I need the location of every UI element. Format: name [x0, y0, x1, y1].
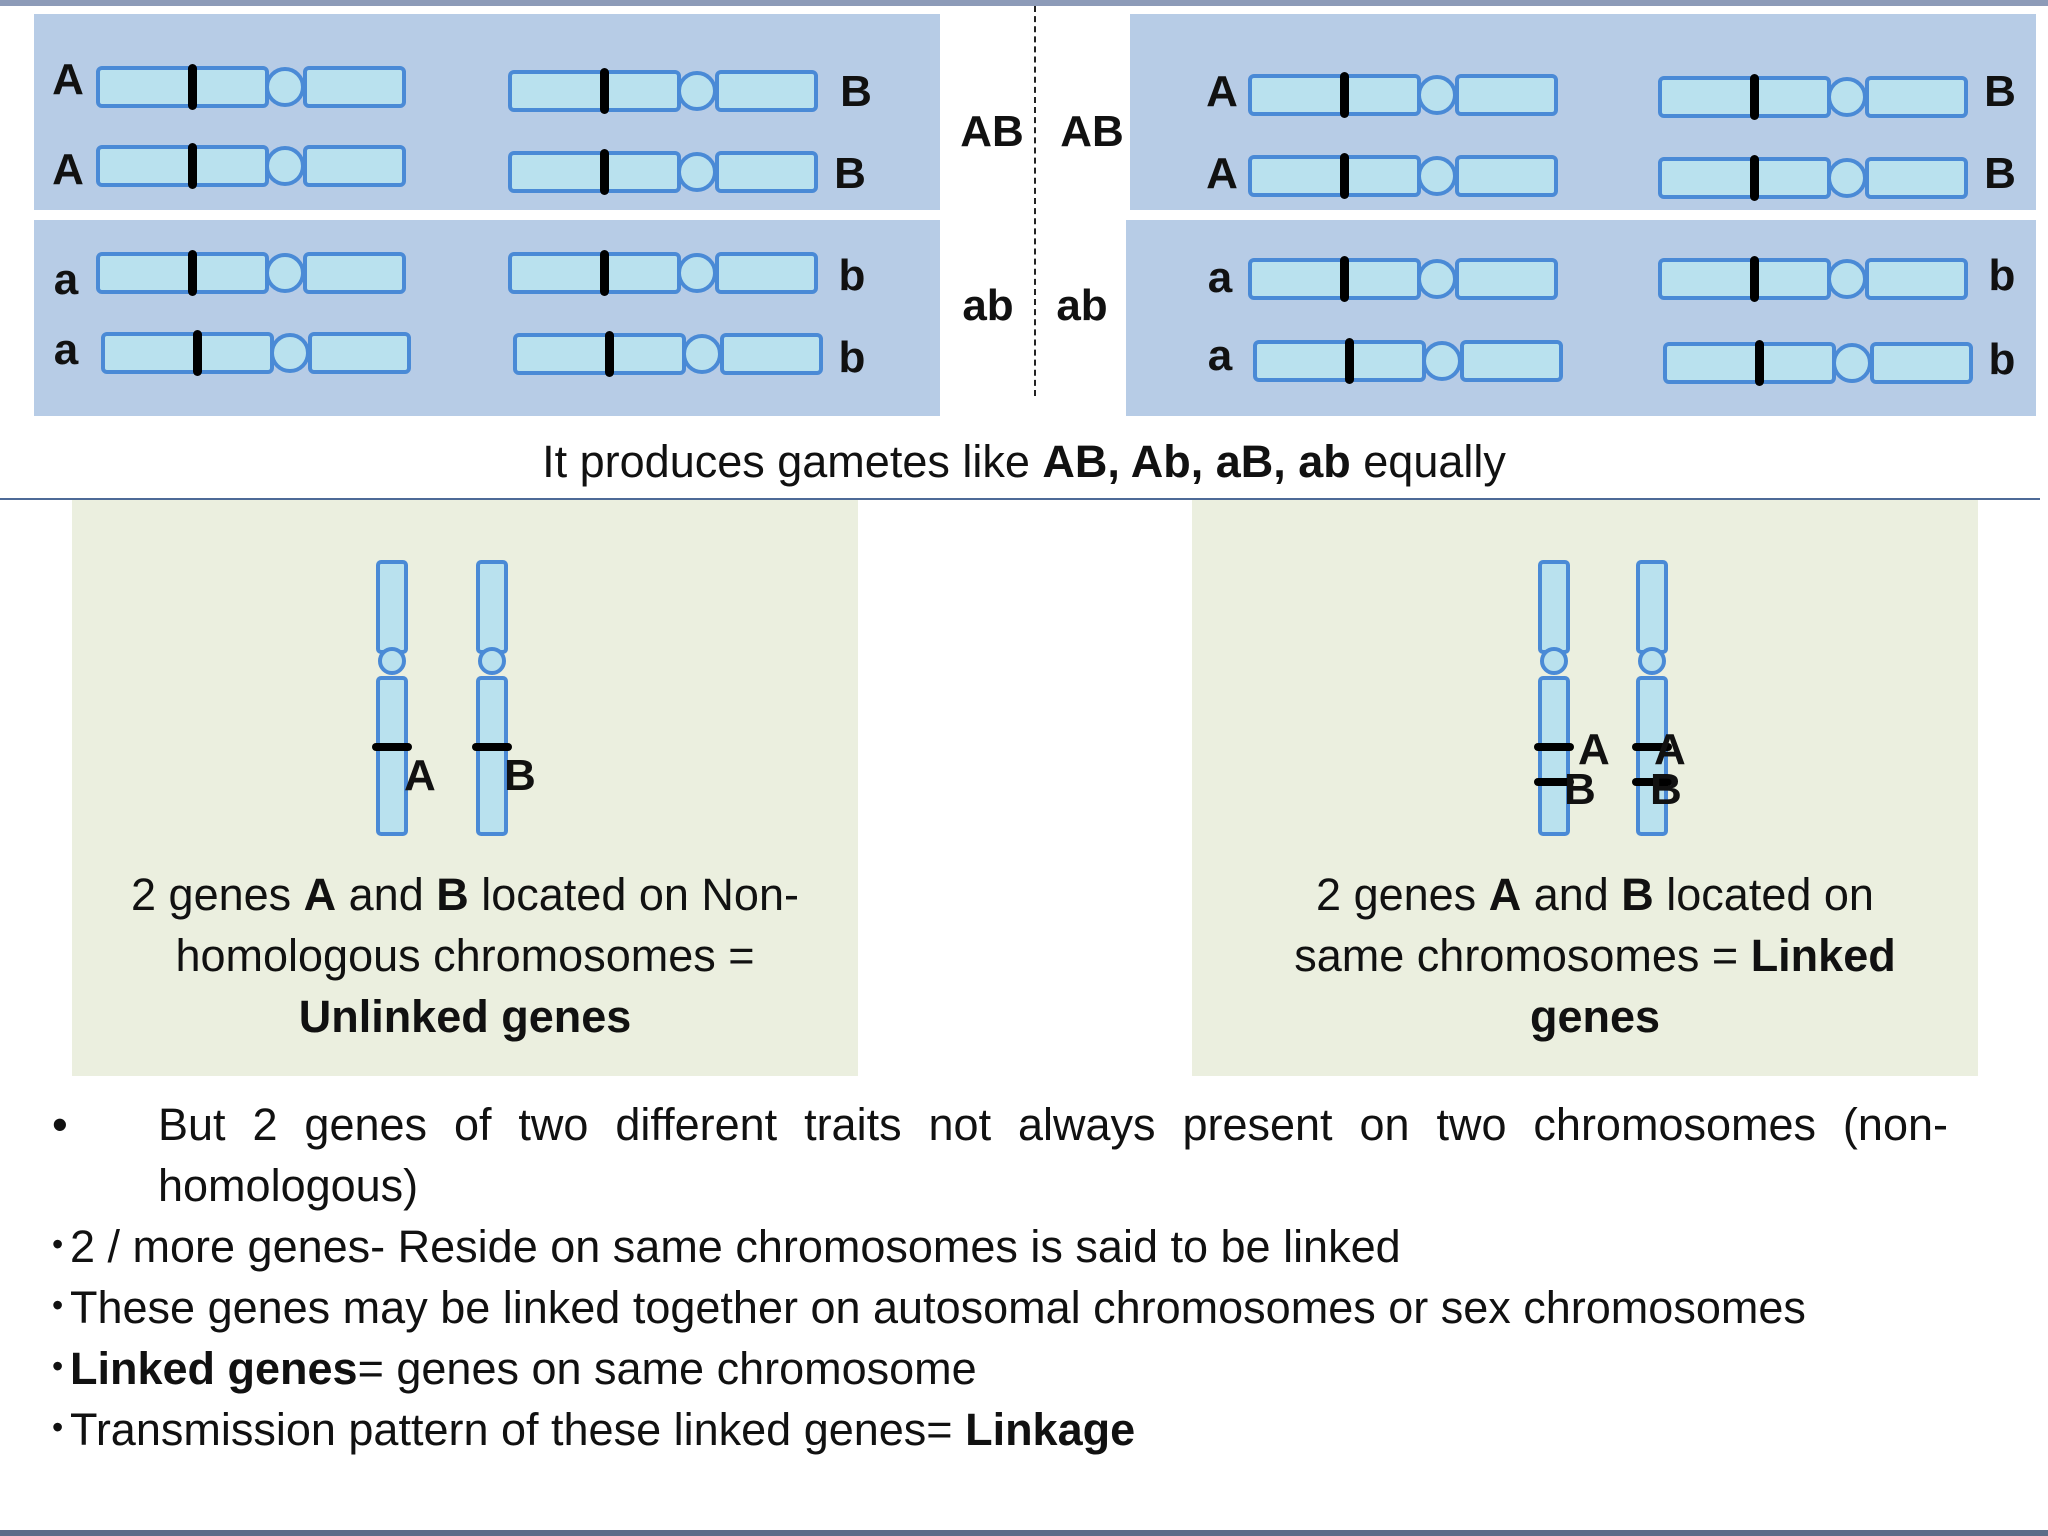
- chromosome: [1658, 155, 1968, 201]
- chromosome: [1248, 256, 1558, 302]
- allele-label: a: [53, 325, 79, 374]
- bullet-bold-text: Linkage: [965, 1404, 1136, 1455]
- linked-caption: 2 genes A and B located on same chromoso…: [1290, 864, 1900, 1047]
- gamete-label: ab: [962, 281, 1014, 330]
- chromosome: [513, 331, 823, 377]
- caption-bold: B: [1621, 869, 1654, 920]
- bullet-text: But 2 genes of two different traits not …: [158, 1099, 1948, 1211]
- chromosome: [1253, 338, 1563, 384]
- bullet-text: Transmission pattern of these linked gen…: [70, 1404, 966, 1455]
- chromosome-vertical: [1632, 560, 1672, 836]
- gene-label: B: [504, 751, 536, 800]
- chromosome: [1658, 256, 1968, 302]
- caption-text: located on same chromosomes =: [1294, 869, 1874, 981]
- bullet-dot: •: [52, 1409, 64, 1445]
- chromosome: [1663, 340, 1973, 386]
- gametes-sentence-bold: AB, Ab, aB, ab: [1042, 436, 1351, 487]
- gene-label: A: [1654, 725, 1686, 774]
- chromosome: [1248, 153, 1558, 199]
- caption-bold: A: [303, 869, 337, 920]
- caption-bold: Linked genes: [1529, 930, 1896, 1042]
- chromosome: [508, 250, 818, 296]
- bullet-item: • Transmission pattern of these linked g…: [52, 1399, 1952, 1460]
- linked-genes-box: A B A B 2 genes A and B located on same …: [1192, 500, 1978, 1076]
- caption-text: 2 genes: [1316, 869, 1489, 920]
- chromosome: [101, 330, 411, 376]
- chromosome: [1658, 74, 1968, 120]
- caption-text: 2 genes: [131, 869, 304, 920]
- gametes-sentence-prefix: It produces gametes like: [542, 436, 1043, 487]
- right-dominant-panel: A A B B: [1130, 14, 2036, 210]
- left-recessive-panel: a a b b: [34, 220, 940, 416]
- allele-label: B: [1984, 149, 2016, 198]
- allele-label: B: [1984, 67, 2016, 116]
- allele-label: A: [1206, 67, 1238, 116]
- allele-label: A: [52, 145, 84, 194]
- allele-label: a: [53, 255, 79, 304]
- unlinked-genes-box: A B 2 genes A and B located on Non-homol…: [72, 500, 858, 1076]
- caption-bold: A: [1488, 869, 1522, 920]
- bullet-text: These genes may be linked together on au…: [70, 1282, 1806, 1333]
- gamete-label: AB: [1060, 107, 1124, 156]
- chromosome: [96, 143, 406, 189]
- bullet-item: • 2 / more genes- Reside on same chromos…: [52, 1216, 1952, 1277]
- chromosome: [96, 250, 406, 296]
- caption-bold: B: [436, 869, 469, 920]
- allele-label: a: [1207, 253, 1233, 302]
- gametes-sentence: It produces gametes like AB, Ab, aB, ab …: [0, 434, 2048, 490]
- allele-label: B: [834, 149, 866, 198]
- gene-label: B: [1650, 765, 1682, 814]
- caption-text: and: [1521, 869, 1622, 920]
- gene-label: A: [1578, 725, 1610, 774]
- chromosome-vertical: [372, 560, 412, 836]
- caption-text: located on Non-homologous chromosomes =: [175, 869, 799, 981]
- right-recessive-panel: a a b b: [1126, 220, 2036, 416]
- chromosome: [508, 68, 818, 114]
- bullet-dot: •: [52, 1287, 64, 1323]
- unlinked-caption: 2 genes A and B located on Non-homologou…: [92, 864, 838, 1047]
- bullet-list: • But 2 genes of two different traits no…: [52, 1094, 1952, 1460]
- bullet-text: 2 / more genes- Reside on same chromosom…: [70, 1221, 1401, 1272]
- allele-label: a: [1207, 331, 1233, 380]
- gamete-label: ab: [1056, 281, 1108, 330]
- gametes-sentence-suffix: equally: [1350, 436, 1506, 487]
- allele-label: b: [1988, 251, 2016, 300]
- bullet-text: = genes on same chromosome: [357, 1343, 977, 1394]
- gene-label: A: [404, 751, 436, 800]
- bullet-dot: •: [52, 1226, 64, 1262]
- gamete-label: AB: [960, 107, 1024, 156]
- caption-bold: Unlinked genes: [298, 991, 632, 1042]
- chromosome-vertical: [472, 560, 512, 836]
- left-dominant-panel: A A B B: [34, 14, 940, 210]
- bullet-item: • But 2 genes of two different traits no…: [52, 1094, 1948, 1216]
- allele-label: b: [838, 251, 866, 300]
- bullet-dot: •: [52, 1348, 64, 1384]
- bullet-item: • These genes may be linked together on …: [52, 1277, 1952, 1338]
- allele-label: A: [1206, 149, 1238, 198]
- gene-label: B: [1564, 765, 1596, 814]
- chromosome: [96, 64, 406, 110]
- bullet-bold-text: Linked genes: [70, 1343, 358, 1394]
- bullet-dot: •: [52, 1099, 68, 1150]
- top-border: [0, 0, 2048, 6]
- chromosome: [508, 149, 818, 195]
- bullet-item: • Linked genes= genes on same chromosome: [52, 1338, 1952, 1399]
- bottom-border: [0, 1530, 2048, 1536]
- chromosome-vertical: [1534, 560, 1574, 836]
- chromosome: [1248, 72, 1558, 118]
- section-divider: [0, 498, 2040, 500]
- dashed-divider: [1034, 6, 1036, 396]
- allele-label: b: [838, 333, 866, 382]
- allele-label: A: [52, 55, 84, 104]
- caption-text: and: [336, 869, 437, 920]
- allele-label: b: [1988, 335, 2016, 384]
- allele-label: B: [840, 67, 872, 116]
